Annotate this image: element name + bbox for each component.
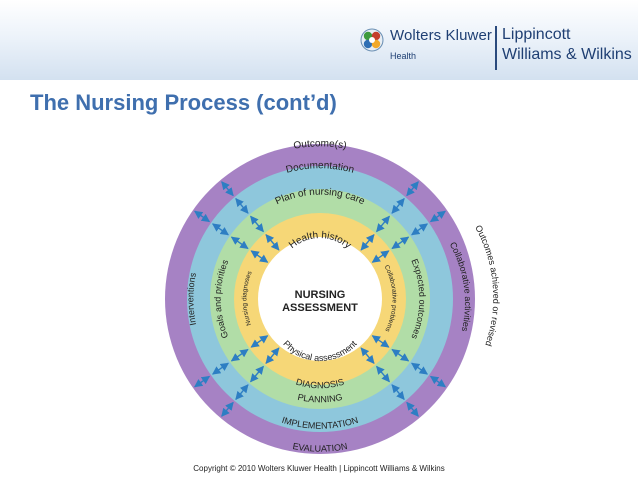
double-arrow-icon bbox=[194, 375, 211, 388]
double-arrow-icon bbox=[371, 250, 390, 263]
double-arrow-icon bbox=[406, 181, 419, 197]
double-arrow-icon bbox=[411, 362, 428, 375]
outcomes-label: Outcome(s) bbox=[293, 138, 348, 151]
svg-text:Interventions: Interventions bbox=[185, 271, 198, 326]
flow-arrows bbox=[194, 181, 446, 417]
double-arrow-icon bbox=[371, 335, 390, 348]
double-arrow-icon bbox=[194, 210, 211, 223]
double-arrow-icon bbox=[391, 197, 405, 214]
double-arrow-icon bbox=[230, 236, 249, 250]
double-arrow-icon bbox=[250, 215, 264, 233]
publisher-logo: Wolters Kluwer Health Lippincott William… bbox=[360, 24, 635, 72]
publisher-name-line2: Williams & Wilkins bbox=[502, 46, 632, 63]
double-arrow-icon bbox=[391, 384, 405, 401]
double-arrow-icon bbox=[235, 197, 249, 214]
double-arrow-icon bbox=[250, 365, 264, 383]
double-arrow-icon bbox=[265, 347, 280, 364]
outcomes-achieved-label: Outcomes achieved or revised bbox=[473, 223, 501, 347]
publisher-name-line1: Lippincott bbox=[502, 26, 571, 43]
double-arrow-icon bbox=[406, 401, 419, 417]
copyright-footer: Copyright © 2010 Wolters Kluwer Health |… bbox=[193, 464, 445, 473]
double-arrow-icon bbox=[360, 347, 375, 364]
double-arrow-icon bbox=[250, 250, 269, 263]
svg-text:Documentation: Documentation bbox=[285, 160, 355, 176]
documentation-label: Documentation bbox=[285, 160, 355, 176]
double-arrow-icon bbox=[212, 362, 229, 375]
evaluation-label: EVALUATION bbox=[292, 441, 348, 454]
double-arrow-icon bbox=[429, 210, 446, 223]
double-arrow-icon bbox=[235, 384, 249, 401]
svg-text:Outcomes achieved or revised: Outcomes achieved or revised bbox=[473, 223, 501, 347]
double-arrow-icon bbox=[391, 236, 410, 250]
slide-title: The Nursing Process (cont’d) bbox=[30, 90, 337, 115]
company-name: Wolters Kluwer bbox=[390, 27, 492, 44]
center-label-line2: ASSESSMENT bbox=[282, 302, 358, 314]
assessment-ring bbox=[258, 237, 382, 361]
center-label-line1: NURSING bbox=[295, 289, 346, 301]
double-arrow-icon bbox=[391, 348, 410, 362]
header-banner bbox=[0, 0, 638, 80]
svg-text:EVALUATION: EVALUATION bbox=[292, 441, 348, 454]
logo-divider bbox=[495, 26, 497, 70]
double-arrow-icon bbox=[360, 234, 375, 251]
double-arrow-icon bbox=[429, 375, 446, 388]
interventions-label: Interventions bbox=[185, 271, 198, 326]
svg-text:PLANNING: PLANNING bbox=[297, 392, 344, 405]
double-arrow-icon bbox=[221, 401, 234, 417]
planning-label: PLANNING bbox=[297, 392, 344, 405]
double-arrow-icon bbox=[376, 215, 390, 233]
svg-text:Outcome(s): Outcome(s) bbox=[293, 138, 348, 151]
double-arrow-icon bbox=[250, 335, 269, 348]
wolters-kluwer-logo-icon bbox=[360, 28, 384, 52]
division-name: Health bbox=[390, 51, 417, 61]
svg-text:DIAGNOSIS: DIAGNOSIS bbox=[295, 377, 345, 391]
diagnosis-label: DIAGNOSIS bbox=[295, 377, 345, 391]
double-arrow-icon bbox=[230, 348, 249, 362]
double-arrow-icon bbox=[265, 234, 280, 251]
double-arrow-icon bbox=[212, 223, 229, 236]
double-arrow-icon bbox=[221, 181, 234, 197]
double-arrow-icon bbox=[376, 365, 390, 383]
double-arrow-icon bbox=[411, 223, 428, 236]
